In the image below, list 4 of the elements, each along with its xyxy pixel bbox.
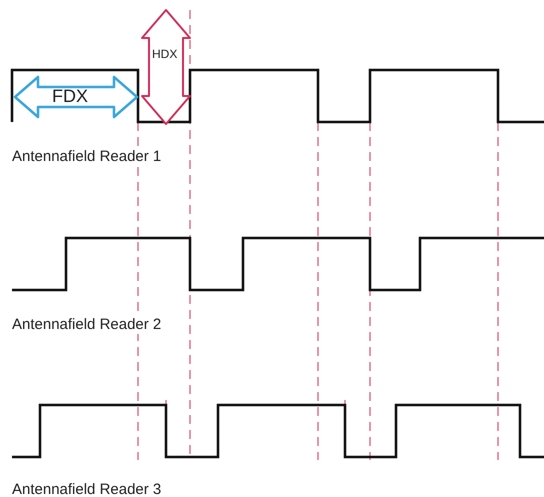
hdx-label: HDX <box>152 46 178 63</box>
row-label: Antennafield Reader 3 <box>12 481 162 497</box>
row-label: Antennafield Reader 2 <box>12 316 162 334</box>
fdx-label: FDX <box>52 87 88 105</box>
